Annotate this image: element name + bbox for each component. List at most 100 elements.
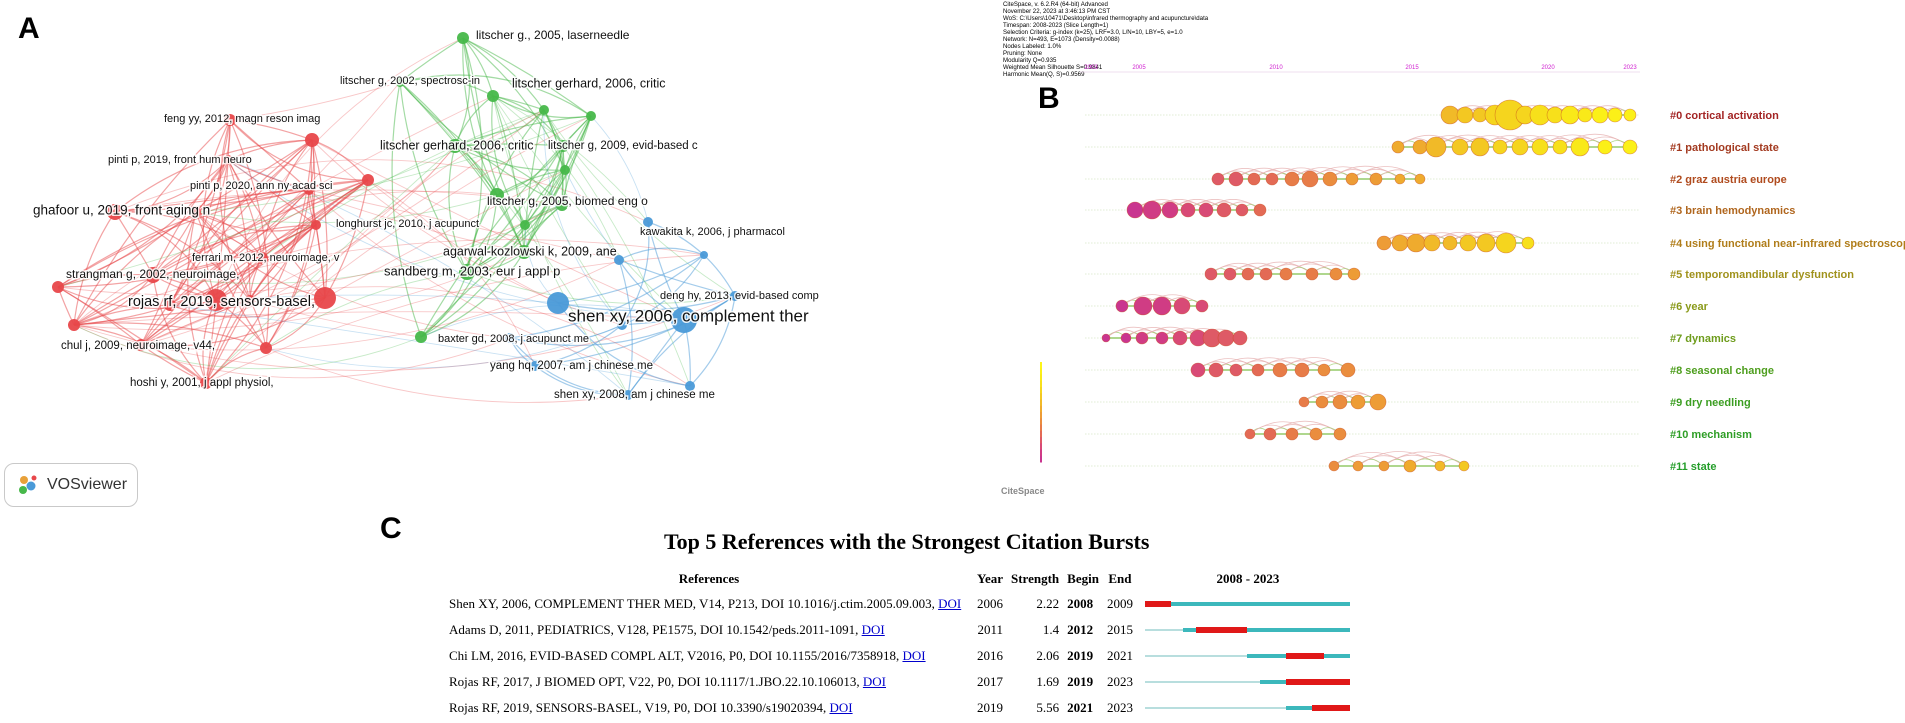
cluster-label: #4 using functional near-infrared spectr… bbox=[1670, 238, 1905, 250]
node-label: litscher g., 2005, laserneedle bbox=[476, 28, 630, 42]
network-node bbox=[68, 319, 80, 331]
node-label: yang hq, 2007, am j chinese me bbox=[490, 360, 653, 372]
meta-line: Nodes Labeled: 1.0% bbox=[1003, 43, 1062, 50]
burst-red-segment bbox=[1196, 627, 1248, 633]
cluster-node bbox=[1459, 234, 1477, 252]
header-end: End bbox=[1108, 571, 1132, 586]
header-begin: Begin bbox=[1067, 571, 1099, 586]
strength-cell: 2.22 bbox=[1036, 596, 1060, 611]
cluster-label: #8 seasonal change bbox=[1670, 365, 1774, 377]
cluster-node bbox=[1229, 363, 1243, 377]
begin-cell: 2019 bbox=[1067, 674, 1094, 689]
doi-link[interactable]: DOI bbox=[938, 596, 962, 611]
burst-table-title: Top 5 References with the Strongest Cita… bbox=[664, 529, 1150, 554]
network-node bbox=[107, 204, 123, 220]
cluster-label: #2 graz austria europe bbox=[1670, 174, 1787, 186]
svg-text:deng hy, 2013, evid-based comp: deng hy, 2013, evid-based comp bbox=[660, 290, 819, 302]
cluster-node bbox=[1394, 173, 1406, 185]
legend-swatch bbox=[1040, 412, 1042, 419]
cluster-node bbox=[1333, 427, 1347, 441]
burst-pre-publication bbox=[1144, 707, 1286, 709]
vosviewer-label: VOSviewer bbox=[47, 476, 128, 493]
cluster-node bbox=[1531, 138, 1549, 156]
cluster-node bbox=[1458, 460, 1470, 472]
network-node bbox=[700, 251, 708, 259]
cluster-row: #10 mechanism bbox=[1085, 420, 1752, 441]
cluster-node bbox=[1451, 138, 1469, 156]
doi-link[interactable]: DOI bbox=[902, 648, 926, 663]
reference-cell: Rojas RF, 2019, SENSORS-BASEL, V19, P0, … bbox=[445, 695, 973, 721]
svg-text:pinti p, 2020, ann ny acad sci: pinti p, 2020, ann ny acad sci bbox=[190, 180, 332, 192]
cluster-node bbox=[1607, 107, 1623, 123]
network-node bbox=[304, 185, 314, 195]
node-label: ferrari m, 2012, neuroimage, v bbox=[192, 252, 340, 264]
network-node bbox=[52, 281, 64, 293]
doi-link[interactable]: DOI bbox=[861, 622, 885, 637]
burst-pre-publication bbox=[1144, 629, 1184, 631]
legend-swatch bbox=[1040, 430, 1042, 438]
cluster-node bbox=[1263, 427, 1277, 441]
cluster-node bbox=[1265, 172, 1279, 186]
cluster-node bbox=[1211, 172, 1225, 186]
cluster-node bbox=[1101, 333, 1111, 343]
cluster-node bbox=[1133, 296, 1153, 316]
cluster-node bbox=[1284, 171, 1300, 187]
cluster-node bbox=[1425, 136, 1447, 158]
cluster-node bbox=[1241, 267, 1255, 281]
meta-line: Pruning: None bbox=[1003, 50, 1042, 57]
network-node bbox=[517, 245, 531, 259]
cluster-node bbox=[1492, 139, 1508, 155]
cluster-node bbox=[1279, 267, 1293, 281]
cluster-node bbox=[1142, 200, 1162, 220]
meta-line: WoS: C:\Users\10471\Desktop\infrared the… bbox=[1003, 15, 1209, 22]
doi-link[interactable]: DOI bbox=[829, 700, 853, 715]
meta-line: Selection Criteria: g-index (k=25), LRF=… bbox=[1003, 29, 1183, 36]
cluster-node bbox=[1173, 297, 1191, 315]
legend-swatch bbox=[1040, 374, 1042, 382]
legend-swatch bbox=[1040, 393, 1042, 400]
header-range: 2008 - 2023 bbox=[1216, 571, 1280, 586]
timeline-year-label: 2015 bbox=[1405, 65, 1419, 71]
burst-timeline-cell bbox=[1137, 617, 1359, 643]
cluster-node bbox=[1476, 233, 1496, 253]
timeline-year-label: 2010 bbox=[1269, 65, 1283, 71]
burst-timeline-cell bbox=[1137, 669, 1359, 695]
begin-cell: 2012 bbox=[1067, 622, 1094, 637]
burst-pre-publication bbox=[1144, 681, 1261, 683]
cluster-node bbox=[1228, 171, 1244, 187]
doi-link[interactable]: DOI bbox=[862, 674, 887, 689]
network-node bbox=[191, 207, 201, 217]
cluster-label: #11 state bbox=[1670, 461, 1716, 473]
cluster-node bbox=[1347, 267, 1361, 281]
svg-text:kawakita k, 2006, j pharmacol: kawakita k, 2006, j pharmacol bbox=[640, 226, 785, 238]
legend-swatch bbox=[1040, 399, 1042, 407]
cluster-row: #0 cortical activation bbox=[1085, 99, 1779, 131]
cluster-node bbox=[1322, 171, 1338, 187]
reference-cell: Rojas RF, 2017, J BIOMED OPT, V22, P0, D… bbox=[445, 669, 973, 695]
vosviewer-badge: VOSviewer bbox=[4, 463, 138, 507]
svg-text:hoshi y, 2001, j appl physiol,: hoshi y, 2001, j appl physiol, bbox=[130, 377, 274, 389]
node-label: strangman g, 2002, neuroimage, bbox=[66, 267, 239, 281]
svg-text:litscher g, 2005, biomed eng o: litscher g, 2005, biomed eng o bbox=[487, 194, 648, 208]
end-cell: 2015 bbox=[1106, 622, 1133, 637]
network-node bbox=[223, 155, 233, 165]
year-cell: 2011 bbox=[977, 622, 1003, 637]
network-node bbox=[671, 307, 697, 333]
cluster-node bbox=[1305, 267, 1319, 281]
cluster-node bbox=[1155, 331, 1169, 345]
cluster-node bbox=[1345, 172, 1359, 186]
svg-text:litscher g., 2005, laserneedle: litscher g., 2005, laserneedle bbox=[476, 28, 630, 42]
legend-swatch bbox=[1040, 455, 1042, 463]
cluster-node bbox=[1253, 203, 1267, 217]
cluster-node bbox=[1315, 395, 1329, 409]
svg-text:shen xy, 2008, am j chinese me: shen xy, 2008, am j chinese me bbox=[554, 389, 715, 401]
cluster-node bbox=[1217, 329, 1235, 347]
year-cell: 2017 bbox=[977, 674, 1003, 689]
cluster-node bbox=[1161, 201, 1179, 219]
burst-row: Rojas RF, 2017, J BIOMED OPT, V22, P0, D… bbox=[445, 669, 1359, 695]
network-node bbox=[557, 140, 569, 152]
cluster-node bbox=[1223, 267, 1237, 281]
svg-text:shen xy, 2006, complement ther: shen xy, 2006, complement ther bbox=[568, 306, 809, 325]
node-label: sandberg m, 2003, eur j appl p bbox=[384, 263, 560, 278]
